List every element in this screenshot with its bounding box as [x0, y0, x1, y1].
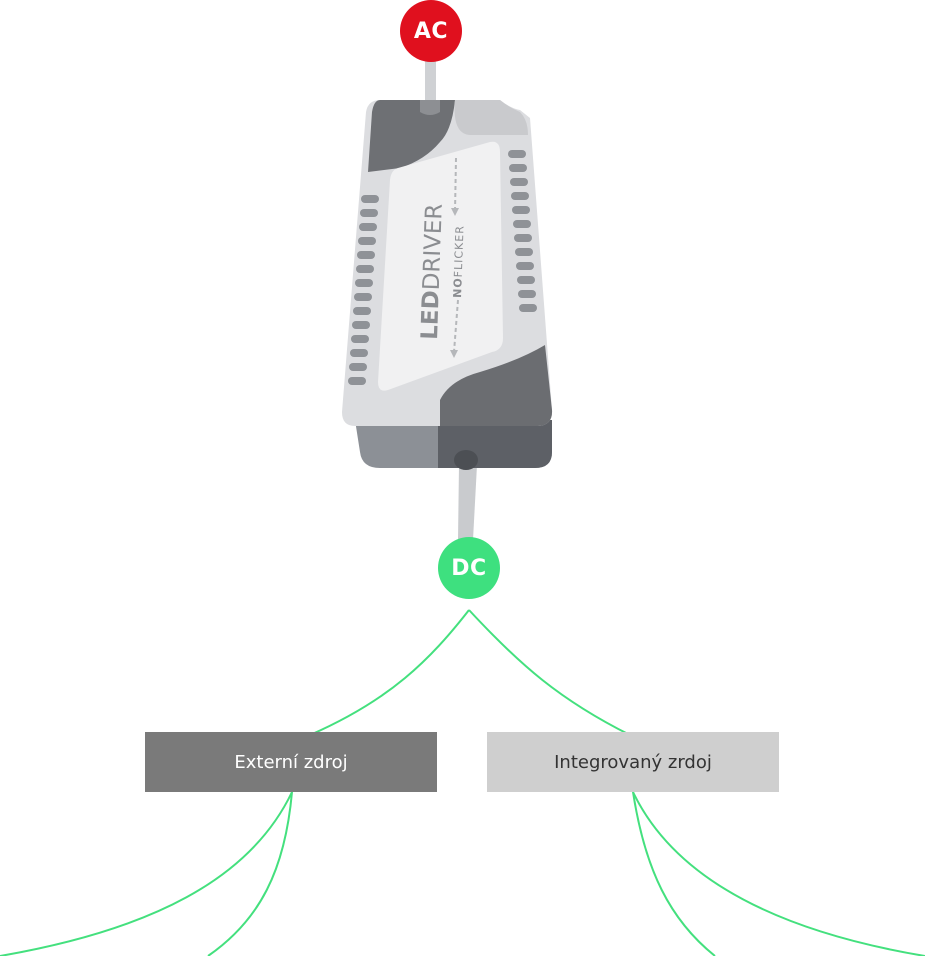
branch-external-left — [0, 791, 293, 956]
branch-integrated-right — [632, 791, 925, 956]
ac-cable — [425, 58, 436, 110]
branch-external-right — [207, 791, 293, 956]
vents-right — [508, 150, 537, 312]
led-driver-device: LEDDRIVER NOFLICKER — [342, 100, 553, 470]
driver-label-panel — [378, 141, 503, 391]
external-source-label: Externí zdroj — [234, 751, 348, 773]
driver-brand-text: LEDDRIVER — [417, 203, 448, 340]
driver-brand-light: DRIVER — [419, 203, 448, 291]
vents-left — [348, 195, 379, 385]
branch-lines — [0, 609, 925, 956]
label-arrows — [453, 157, 459, 353]
external-source-box[interactable]: Externí zdroj — [145, 732, 437, 792]
dc-badge: DC — [438, 537, 500, 599]
integrated-source-label: Integrovaný zrdoj — [554, 751, 712, 773]
driver-brand-bold: LED — [417, 290, 445, 340]
driver-sub-bold: NO — [451, 277, 465, 298]
driver-sub-text: NOFLICKER — [451, 225, 467, 298]
integrated-source-box[interactable]: Integrovaný zrdoj — [487, 732, 779, 792]
driver-bottom-cap — [440, 345, 553, 426]
dc-cable — [458, 465, 477, 540]
branch-integrated-left — [632, 791, 716, 956]
driver-top-cap — [368, 100, 455, 172]
driver-sub-light: FLICKER — [452, 225, 467, 278]
branch-dc-external — [309, 609, 470, 736]
branch-dc-integrated — [468, 609, 631, 736]
ac-badge: AC — [400, 0, 462, 62]
